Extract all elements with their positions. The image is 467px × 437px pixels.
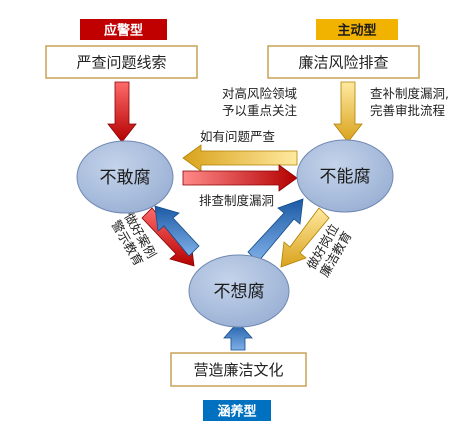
box-culture-label: 营造廉洁文化 [193,361,283,379]
node-dare-not: 不敢腐 [76,140,174,214]
tag-passive: 应警型 [80,19,167,40]
box-clues-label: 严查问题线索 [76,54,166,72]
box-risk-check-label: 廉洁风险排查 [298,54,388,72]
arrow-cannot-to-dare-not [182,144,298,172]
box-risk-check: 廉洁风险排查 [267,45,420,79]
tag-passive-label: 应警型 [104,23,143,39]
note-high-risk-line2: 予以重点关注 [222,103,298,118]
tag-nurturing: 涵养型 [203,400,271,421]
arrow-culture-to-want-not [223,321,253,351]
arrow-want-not-to-cannot [247,198,304,263]
tag-nurturing-label: 涵养型 [217,404,256,420]
note-strict-check: 如有问题严查 [200,129,276,144]
arrow-want-not-to-dare-not [154,205,200,257]
arrow-clues-to-dare-not [107,81,137,143]
arrow-dare-not-to-cannot [182,164,298,192]
node-cannot: 不能腐 [296,139,394,213]
node-want-not: 不想腐 [188,254,290,328]
note-loophole-line2: 完善审批流程 [370,103,446,118]
tag-active-label: 主动型 [337,23,376,39]
box-culture: 营造廉洁文化 [170,352,307,387]
note-high-risk-line1: 对高风险领域 [222,86,297,101]
note-loophole-line1: 查补制度漏洞, [370,86,449,101]
box-clues: 严查问题线索 [45,45,198,79]
node-want-not-label: 不想腐 [214,282,265,302]
note-check-loopholes: 排查制度漏洞 [199,193,274,208]
arrow-risk-to-cannot [333,81,363,143]
tag-active: 主动型 [316,19,398,40]
node-cannot-label: 不能腐 [320,167,371,187]
node-dare-not-label: 不敢腐 [100,168,151,188]
arrow-cannot-to-want-not [280,207,330,268]
